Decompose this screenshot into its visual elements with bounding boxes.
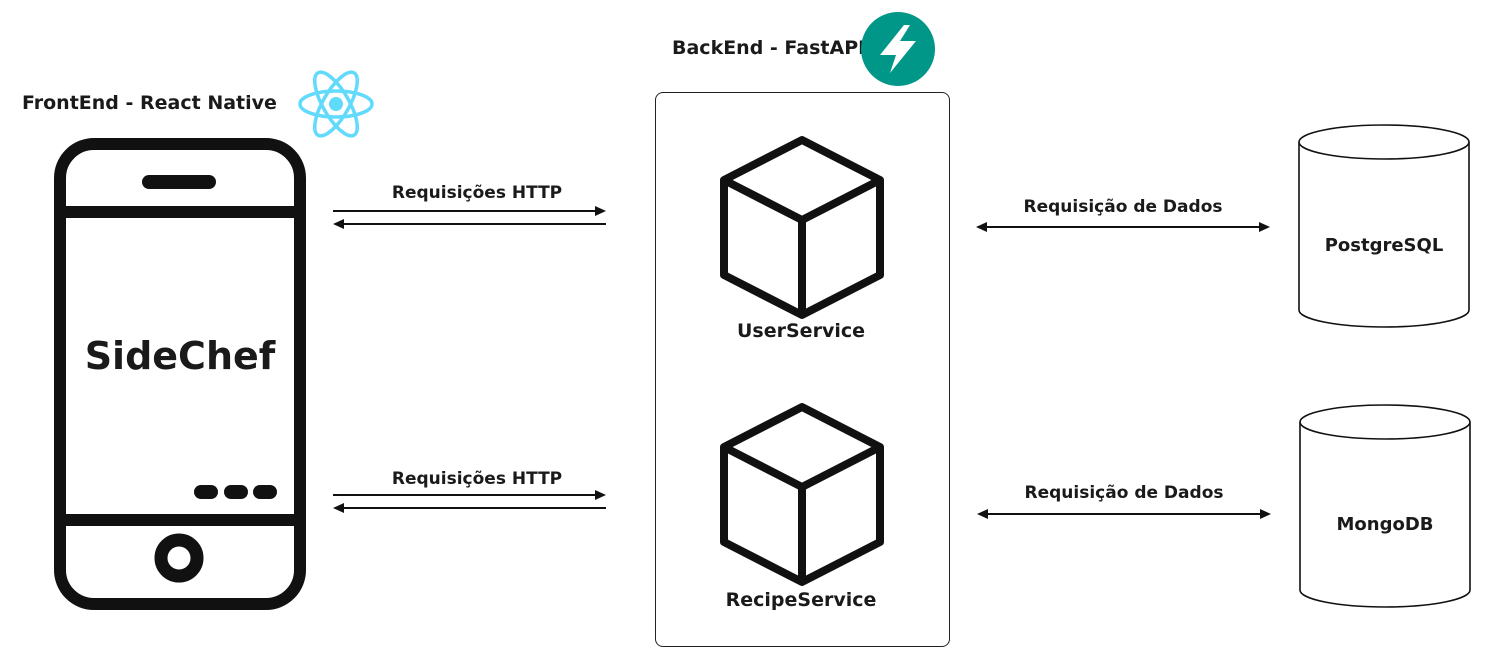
backend-title: BackEnd - FastAPI (672, 37, 866, 59)
http-arrows-top (333, 206, 606, 229)
backend-container (655, 92, 950, 647)
database-label-mongodb: MongoDB (1336, 514, 1434, 535)
phone-frame (54, 138, 306, 610)
react-icon (298, 70, 374, 138)
app-name: SideChef (84, 334, 276, 378)
frontend-title: FrontEnd - React Native (22, 92, 277, 114)
data-label-top: Requisição de Dados (1023, 197, 1223, 217)
data-arrow-top (976, 222, 1270, 232)
database-cylinder-icon (1299, 404, 1471, 608)
http-arrows-bottom (333, 490, 606, 513)
cube-icon (720, 136, 884, 319)
http-label-top: Requisições HTTP (391, 183, 563, 203)
database-label-postgresql: PostgreSQL (1324, 235, 1444, 256)
dot-3 (253, 485, 277, 499)
dot-1 (194, 485, 218, 499)
service-label-recipe: RecipeService (725, 589, 877, 611)
data-label-bottom: Requisição de Dados (1024, 483, 1224, 503)
fastapi-icon (861, 12, 935, 86)
database-cylinder-icon (1298, 124, 1470, 328)
dot-2 (224, 485, 248, 499)
data-arrow-bottom (977, 509, 1271, 519)
cube-icon (720, 403, 884, 586)
service-label-user: UserService (737, 320, 865, 342)
http-label-bottom: Requisições HTTP (391, 469, 563, 489)
